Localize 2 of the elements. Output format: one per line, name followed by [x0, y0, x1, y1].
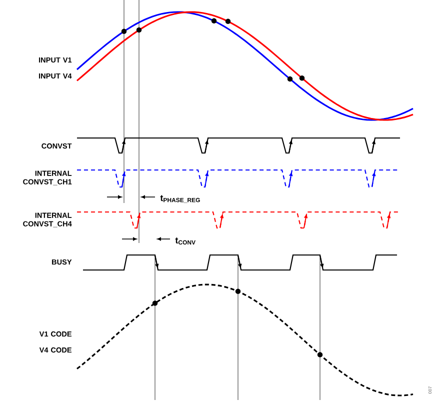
timing-label: t$_{CONV}$: [175, 238, 196, 245]
timing-label: t$_{PHASE_REG}$: [160, 195, 200, 203]
